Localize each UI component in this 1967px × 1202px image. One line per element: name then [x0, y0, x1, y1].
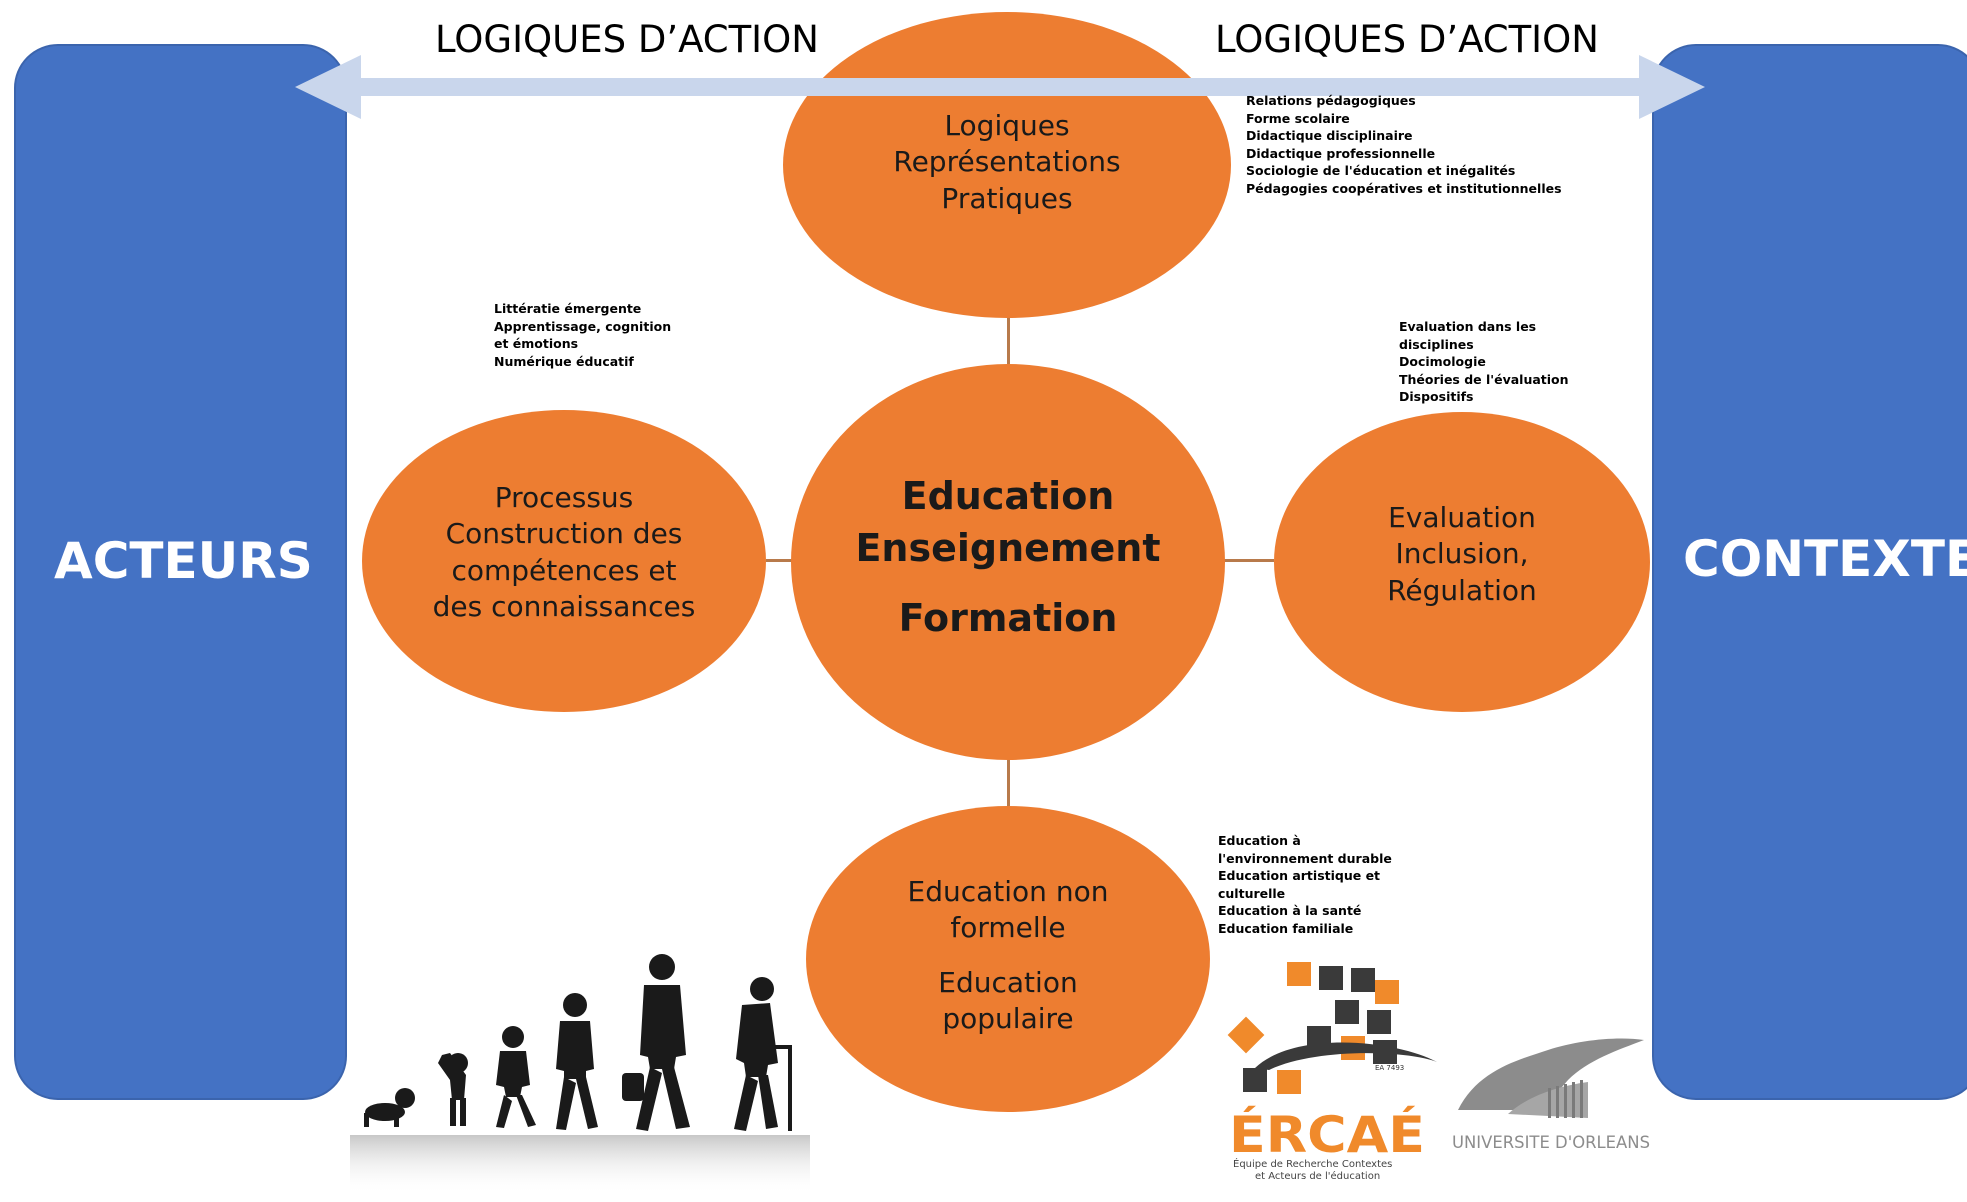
note-item: Littératie émergente [494, 301, 642, 316]
right-bubble: Evaluation Inclusion, Régulation [1274, 412, 1650, 712]
ercae-subtitle-2: et Acteurs de l'éducation [1255, 1170, 1380, 1182]
connector-bottom [1007, 760, 1010, 806]
note-item: Relations pédagogiques [1246, 93, 1416, 108]
bottom-notes: Education à l'environnement durable Educ… [1218, 832, 1392, 937]
center-line-3: Formation [898, 596, 1118, 640]
acteurs-panel [14, 44, 347, 1100]
note-item: l'environnement durable [1218, 850, 1392, 866]
ercae-logo: EA 7493 ÉRCAÉ Équipe de Recherche Contex… [1227, 962, 1437, 1182]
top-notes: Relations pédagogiques Forme scolaire Di… [1246, 92, 1562, 197]
right-notes: Evaluation dans les disciplines Docimolo… [1399, 318, 1569, 406]
ercae-subtitle-1: Équipe de Recherche Contextes [1233, 1157, 1392, 1170]
note-item: Pédagogies coopératives et institutionne… [1246, 180, 1562, 196]
double-arrow-icon [295, 55, 1705, 119]
left-bubble: Processus Construction des compétences e… [362, 410, 766, 712]
note-item: Evaluation dans les [1399, 319, 1537, 334]
university-name: UNIVERSITE D'ORLEANS [1452, 1133, 1650, 1153]
note-item: Numérique éducatif [494, 353, 634, 369]
note-item: Forme scolaire [1246, 110, 1350, 126]
note-item: culturelle [1218, 885, 1286, 901]
connector-right [1222, 559, 1274, 562]
ercae-name: ÉRCAÉ [1229, 1105, 1425, 1164]
bottom-line-4: populaire [942, 1002, 1074, 1036]
note-item: Education familiale [1218, 920, 1354, 936]
note-item: Dispositifs [1399, 389, 1474, 404]
center-bubble-text: Education Enseignement Formation [791, 470, 1225, 644]
contextes-panel [1652, 44, 1967, 1100]
top-bubble: Logiques Représentations Pratiques [783, 12, 1231, 318]
connector-top [1007, 318, 1010, 364]
right-bubble-text: Evaluation Inclusion, Régulation [1274, 500, 1650, 609]
note-item: Didactique disciplinaire [1246, 128, 1413, 143]
note-item: Docimologie [1399, 354, 1486, 369]
universite-orleans-logo: UNIVERSITE D'ORLEANS [1452, 1038, 1650, 1153]
top-line-2: Représentations [893, 145, 1121, 179]
reflection-shadow [350, 1135, 810, 1195]
bottom-line-1: Education non [907, 875, 1109, 908]
baby-silhouette-icon [364, 1088, 415, 1127]
adult-silhouette-icon [622, 954, 690, 1131]
note-item: disciplines [1399, 336, 1474, 352]
bottom-line-2: formelle [950, 911, 1066, 945]
top-line-1: Logiques [944, 109, 1070, 142]
top-line-3: Pratiques [941, 181, 1073, 215]
orleans-wave-icon [1458, 1038, 1644, 1110]
acteurs-label: ACTEURS [54, 532, 313, 590]
right-line-1: Evaluation [1388, 501, 1536, 534]
child-silhouette-icon [496, 1026, 536, 1128]
left-line-4: des connaissances [432, 590, 696, 624]
teen-silhouette-icon [556, 993, 598, 1130]
note-item: Apprentissage, cognition [494, 318, 672, 334]
logiques-label-right: LOGIQUES D’ACTION [1215, 18, 1599, 61]
logiques-action-arrow [295, 55, 1705, 119]
toddler-silhouette-icon [438, 1053, 468, 1126]
elder-silhouette-icon [734, 977, 792, 1131]
left-line-2: Construction des [445, 517, 683, 551]
note-item: Education à [1218, 833, 1301, 848]
contextes-label: CONTEXTES [1683, 530, 1967, 588]
bottom-line-3: Education [938, 965, 1078, 999]
top-bubble-text: Logiques Représentations Pratiques [783, 108, 1231, 217]
center-line-2: Enseignement [855, 526, 1161, 570]
center-line-1: Education [901, 474, 1115, 518]
note-item: Théories de l'évaluation [1399, 371, 1569, 387]
note-item: Education artistique et [1218, 868, 1381, 883]
left-bubble-text: Processus Construction des compétences e… [362, 480, 766, 626]
center-bubble: Education Enseignement Formation [791, 364, 1225, 760]
left-notes: Littératie émergente Apprentissage, cogn… [494, 300, 671, 370]
left-line-3: compétences et [451, 553, 677, 587]
note-item: Sociologie de l'éducation et inégalités [1246, 163, 1516, 178]
bottom-bubble-text: Education non formelle Education populai… [806, 874, 1210, 1038]
logiques-label-left: LOGIQUES D’ACTION [435, 18, 819, 61]
note-item: Didactique professionnelle [1246, 145, 1436, 161]
right-line-2: Inclusion, [1395, 537, 1529, 571]
ercae-squares-icon [1227, 962, 1437, 1094]
bottom-bubble: Education non formelle Education populai… [806, 806, 1210, 1112]
note-item: Education à la santé [1218, 903, 1362, 918]
life-stages-silhouettes [350, 954, 810, 1195]
connector-left [766, 559, 794, 562]
left-line-1: Processus [494, 481, 634, 514]
ercae-code: EA 7493 [1375, 1064, 1404, 1072]
right-line-3: Régulation [1387, 573, 1537, 607]
note-item: et émotions [494, 336, 579, 351]
